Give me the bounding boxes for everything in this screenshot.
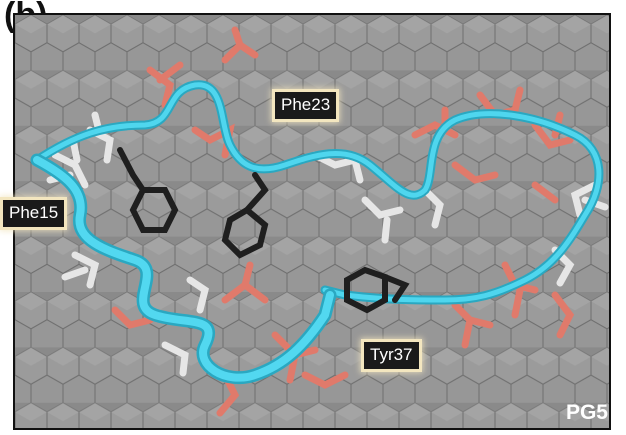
- backbone-ribbon: [30, 80, 604, 385]
- residue-label-tyr37: Tyr37: [364, 342, 419, 369]
- phe15-ring: [129, 187, 179, 233]
- hydrophobic-side-chains: [46, 111, 609, 377]
- system-label: PG5: [565, 401, 608, 424]
- charged-side-chains: [111, 26, 575, 417]
- residue-label-phe15: Phe15: [3, 200, 65, 227]
- phe23-ring: [221, 206, 269, 259]
- molecular-render-frame: [13, 13, 611, 430]
- tyr37-ring: [344, 266, 388, 314]
- peptide-on-surface-render: [15, 15, 609, 428]
- aromatic-side-chains: [117, 147, 410, 314]
- graphene-surface: [15, 15, 609, 428]
- residue-label-phe23: Phe23: [275, 92, 337, 119]
